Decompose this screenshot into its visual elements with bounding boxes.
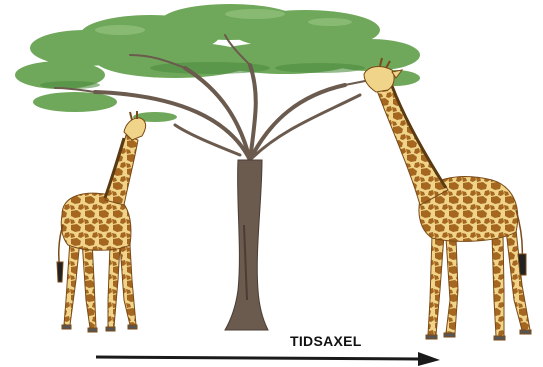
tree-canopy: [15, 4, 420, 122]
long-neck-giraffe: [364, 58, 531, 340]
timeline-arrow: [96, 352, 440, 366]
tree-trunk: [225, 160, 268, 330]
timeline-label: TIDSAXEL: [290, 333, 362, 349]
timeline-arrow-shaft: [96, 357, 420, 359]
short-neck-giraffe: [57, 111, 146, 332]
timeline-arrow-head: [418, 352, 440, 366]
